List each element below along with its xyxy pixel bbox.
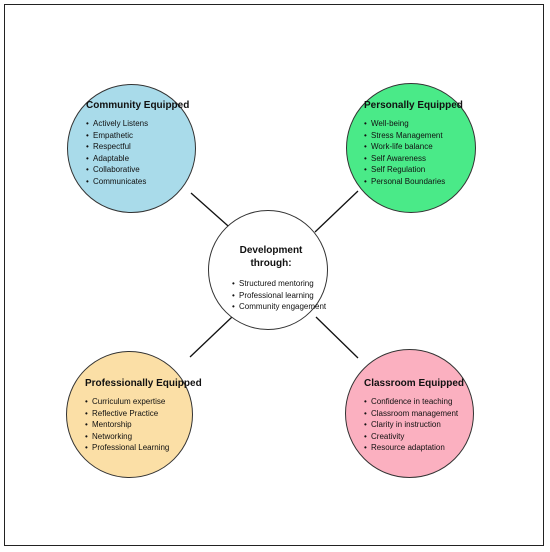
list-item: Personal Boundaries: [364, 176, 463, 188]
list-item: Empathetic: [86, 130, 189, 142]
connector-personal: [314, 190, 359, 233]
community-equipped-list: Actively Listens Empathetic Respectful A…: [86, 118, 189, 187]
diagram-frame: [4, 4, 544, 546]
professionally-equipped-list: Curriculum expertise Reflective Practice…: [85, 396, 202, 454]
list-item: Reflective Practice: [85, 408, 202, 420]
list-item: Networking: [85, 431, 202, 443]
community-equipped-title: Community Equipped: [86, 100, 190, 111]
list-item: Self Awareness: [364, 153, 463, 165]
personally-equipped-list: Well-being Stress Management Work-life b…: [364, 118, 463, 187]
professionally-equipped-title: Professionally Equipped: [85, 378, 202, 389]
list-item: Classroom management: [364, 408, 464, 420]
list-item: Curriculum expertise: [85, 396, 202, 408]
development-center-node: Development through: Structured mentorin…: [228, 244, 326, 313]
community-equipped-node: Community Equipped Actively Listens Empa…: [86, 99, 189, 187]
development-center-list: Structured mentoring Professional learni…: [232, 278, 326, 313]
development-center-title: Development through:: [239, 245, 303, 269]
classroom-equipped-title: Classroom Equipped: [364, 378, 465, 389]
list-item: Work-life balance: [364, 141, 463, 153]
list-item: Well-being: [364, 118, 463, 130]
list-item: Respectful: [86, 141, 189, 153]
list-item: Self Regulation: [364, 164, 463, 176]
list-item: Adaptable: [86, 153, 189, 165]
classroom-equipped-list: Confidence in teaching Classroom managem…: [364, 396, 464, 454]
list-item: Community engagement: [232, 301, 326, 313]
list-item: Communicates: [86, 176, 189, 188]
list-item: Stress Management: [364, 130, 463, 142]
list-item: Actively Listens: [86, 118, 189, 130]
personally-equipped-node: Personally Equipped Well-being Stress Ma…: [364, 99, 463, 187]
list-item: Collaborative: [86, 164, 189, 176]
list-item: Confidence in teaching: [364, 396, 464, 408]
list-item: Mentorship: [85, 419, 202, 431]
classroom-equipped-node: Classroom Equipped Confidence in teachin…: [364, 377, 464, 454]
list-item: Clarity in instruction: [364, 419, 464, 431]
list-item: Creativity: [364, 431, 464, 443]
connector-classroom: [315, 316, 359, 359]
professionally-equipped-node: Professionally Equipped Curriculum exper…: [85, 377, 202, 454]
list-item: Professional Learning: [85, 442, 202, 454]
list-item: Structured mentoring: [232, 278, 314, 290]
personally-equipped-title: Personally Equipped: [364, 100, 463, 111]
connector-professional: [189, 316, 233, 358]
list-item: Professional learning: [232, 290, 314, 302]
list-item: Resource adaptation: [364, 442, 464, 454]
